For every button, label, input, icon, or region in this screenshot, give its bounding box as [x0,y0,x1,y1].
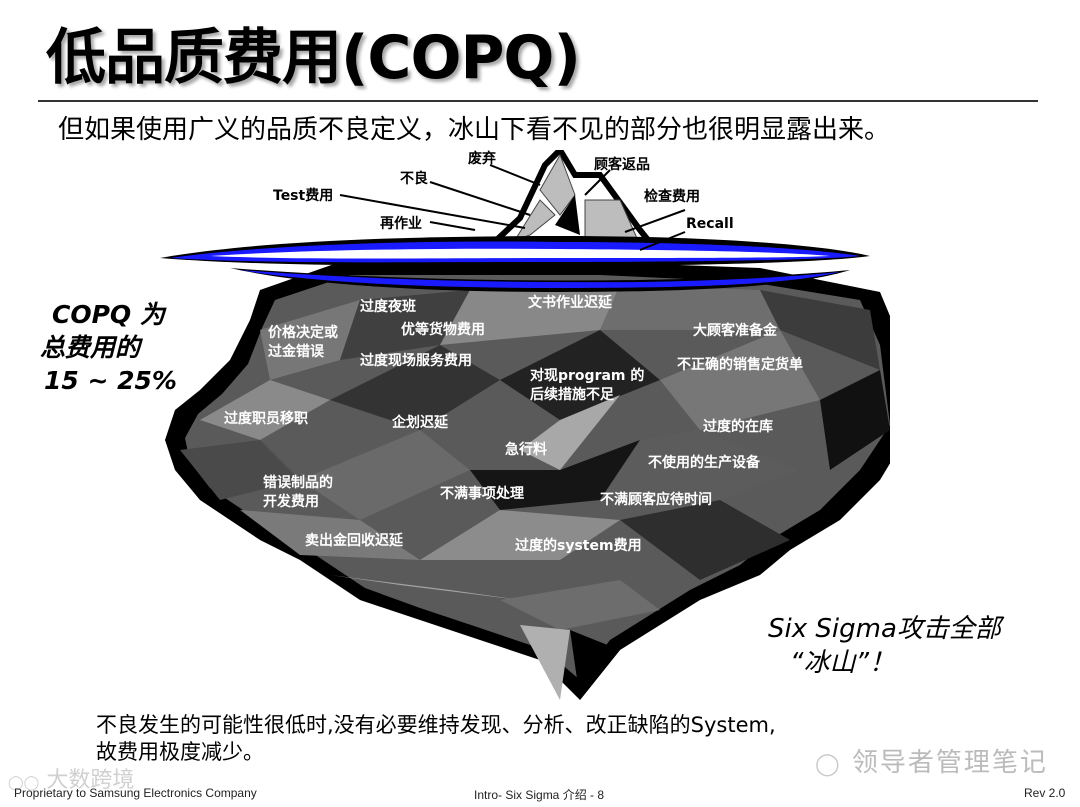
label-planning-delay: 企划迟延 [392,415,448,431]
label-customer-returns: 顾客返品 [594,157,650,173]
slide-subtitle: 但如果使用广义的品质不良定义，冰山下看不见的部分也很明显露出来。 [58,115,891,145]
label-test-cost: Test费用 [273,188,334,204]
label-excess-inventory: 过度的在库 [703,419,773,435]
label-wrong-product-dev-1: 错误制品的 [263,475,333,491]
label-defect: 不良 [400,171,428,187]
label-wrong-product-dev-2: 开发费用 [263,494,319,510]
label-incorrect-sales-order: 不正确的销售定货单 [677,357,803,373]
left-watermark-text: 大数跨境 [46,768,135,793]
label-excess-system-cost: 过度的system费用 [515,538,642,554]
label-excess-overtime: 过度夜班 [360,299,416,315]
copq-line-1: COPQ 为 [52,300,165,329]
bottom-note-line-2: 故费用极度减少。 [96,740,264,764]
footer-left: Proprietary to Samsung Electronics Compa… [14,786,257,800]
label-inspection-cost: 检查费用 [644,189,700,205]
label-key-customer-reserve: 大顾客准备金 [693,323,777,339]
label-paperwork-delay: 文书作业迟延 [528,295,612,311]
label-recall: Recall [686,216,734,232]
copq-line-2: 总费用的 [40,333,141,362]
wechat-icon: ◯ [815,752,842,777]
slide-title: 低品质费用(COPQ) [46,23,581,93]
label-expedite-fee: 急行料 [505,442,547,458]
label-unused-equipment: 不使用的生产设备 [648,455,760,471]
footer-center: Intro- Six Sigma 介绍 - 8 [474,788,605,802]
label-program-followup-2: 后续措施不足 [530,387,614,403]
six-sigma-line-1: Six Sigma攻击全部 [768,614,1001,644]
title-divider [38,100,1038,102]
iceberg-illustration [160,150,890,700]
bottom-note: 不良发生的可能性很低时,没有必要维持发现、分析、改正缺陷的System, 故费用… [96,712,776,766]
copq-callout: COPQ 为 总费用的 15 ~ 25% [40,298,177,397]
label-customer-wait-time: 不满顾客应待时间 [600,492,712,508]
bottom-note-line-1: 不良发生的可能性很低时,没有必要维持发现、分析、改正缺陷的System, [96,713,776,737]
left-watermark: ◯◯ 大数跨境 [8,762,134,794]
label-pricing-error-1: 价格决定或 [268,325,338,341]
label-excess-field-service: 过度现场服务费用 [360,353,472,369]
label-staff-turnover: 过度职员移职 [224,411,308,427]
label-rework: 再作业 [380,216,422,232]
leader-lines [339,164,686,251]
wechat-watermark: ◯ 领导者管理笔记 [815,742,1048,779]
label-scrap: 废弃 [468,151,496,167]
watermark-logo-icon: ◯◯ [8,775,40,791]
label-premium-freight: 优等货物费用 [401,322,485,338]
six-sigma-line-2: “冰山”！ [790,648,895,678]
label-pricing-error-2: 过金错误 [268,344,324,360]
copq-line-3: 15 ~ 25% [44,366,177,395]
footer-right: Rev 2.0 [1024,786,1066,800]
label-receivables-delay: 卖出金回收迟延 [305,533,403,549]
label-complaint-handling: 不满事项处理 [440,486,524,502]
wechat-watermark-text: 领导者管理笔记 [851,748,1048,778]
label-program-followup-1: 对现program 的 [530,368,645,384]
six-sigma-callout: Six Sigma攻击全部 “冰山”！ [768,612,1001,680]
